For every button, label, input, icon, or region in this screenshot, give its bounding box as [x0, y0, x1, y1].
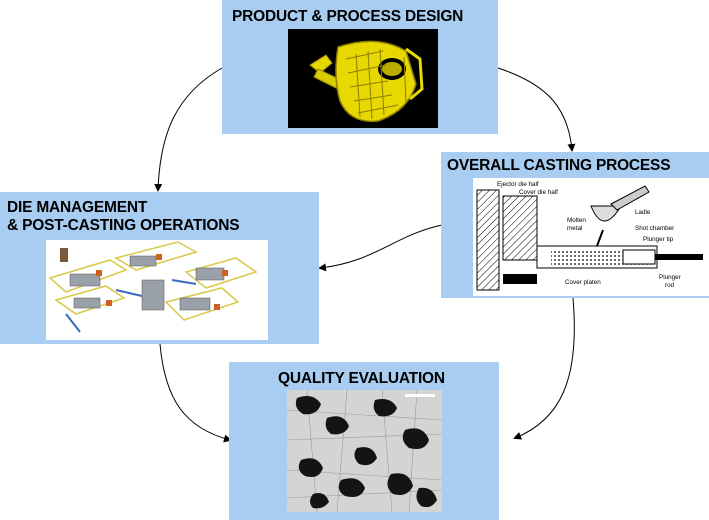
label-rod: rod	[665, 282, 675, 289]
arrow-design-to-die	[154, 67, 223, 192]
arrow-design-to-casting	[497, 67, 576, 152]
panel-quality-evaluation: QUALITY EVALUATION	[229, 362, 499, 520]
panel-casting-process: OVERALL CASTING PROCESS Ejector die	[441, 152, 709, 298]
panel-title-line2: & POST-CASTING OPERATIONS	[7, 217, 240, 234]
label-tip: Plunger tip	[643, 236, 674, 243]
label-ejector: Ejector die half	[497, 181, 539, 188]
label-shot: Shot chamber	[635, 225, 674, 232]
label-cover: Cover die half	[519, 189, 558, 196]
arrow-die-to-quality	[159, 343, 232, 443]
panel-die-management: DIE MANAGEMENT & POST-CASTING OPERATIONS	[0, 192, 319, 344]
panel-title: QUALITY EVALUATION	[278, 370, 445, 387]
label-metal: metal	[567, 225, 582, 232]
factory-layout-image	[46, 240, 268, 340]
panel-title: PRODUCT & PROCESS DESIGN	[232, 8, 464, 25]
label-plunger: Plunger	[659, 274, 681, 281]
panel-title-line1: DIE MANAGEMENT	[7, 199, 148, 216]
arrow-casting-to-quality	[513, 297, 575, 440]
label-ladle: Ladle	[635, 209, 651, 216]
panel-title: OVERALL CASTING PROCESS	[447, 157, 671, 174]
die-casting-schematic: Ejector die half Cover die half Ladle Mo…	[473, 178, 709, 296]
cad-model-image	[288, 29, 438, 128]
label-molten: Molten	[567, 217, 586, 224]
label-platen: Cover platen	[565, 279, 601, 286]
micrograph-image	[287, 390, 442, 512]
panel-product-design: PRODUCT & PROCESS DESIGN	[222, 0, 498, 134]
arrow-casting-to-die	[318, 224, 443, 272]
